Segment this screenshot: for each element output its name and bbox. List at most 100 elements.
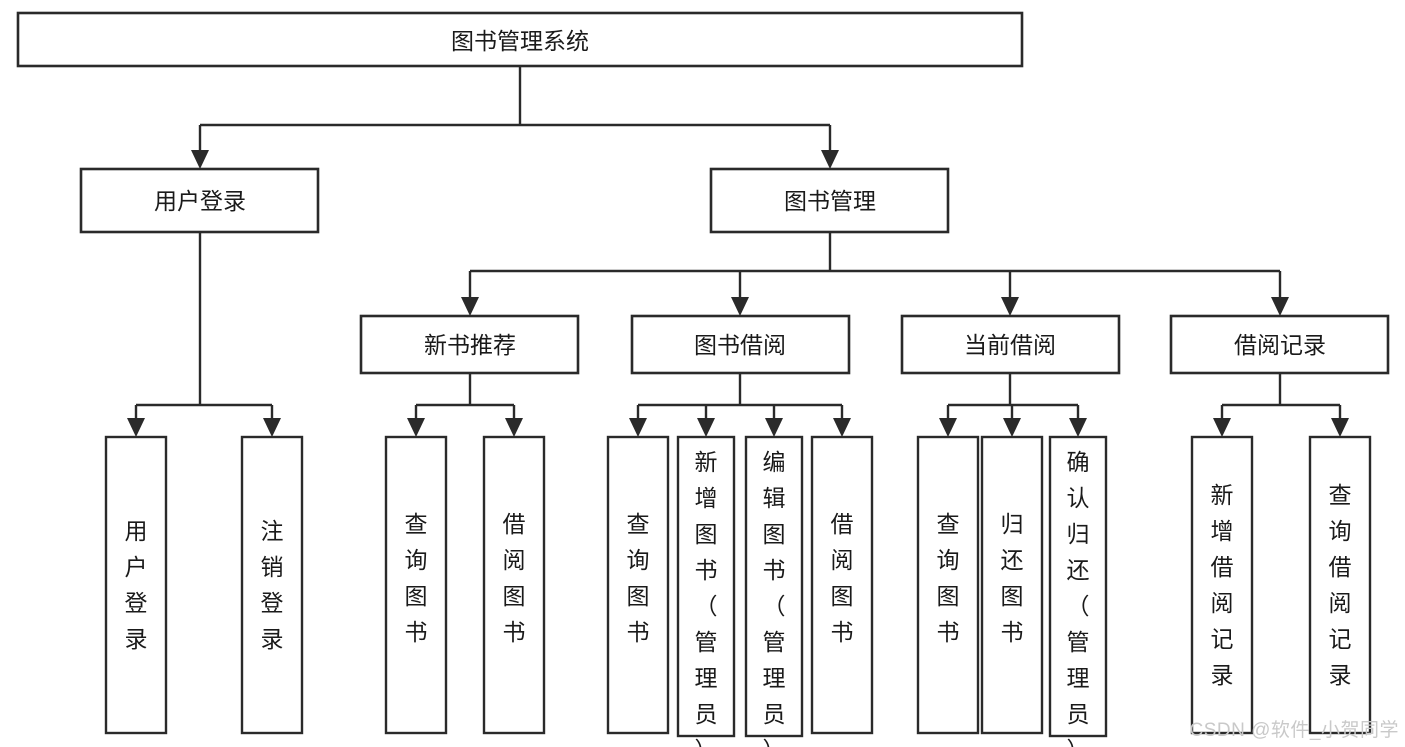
svg-text:借: 借 [1211,554,1234,580]
svg-text:录: 录 [261,626,284,652]
svg-text:图: 图 [763,521,786,547]
svg-text:图: 图 [627,583,650,609]
svg-text:注: 注 [261,518,284,544]
node-borrow-record-label: 借阅记录 [1234,332,1326,358]
svg-text:查: 查 [937,511,960,537]
svg-text:员: 员 [695,701,718,727]
svg-text:员: 员 [763,701,786,727]
connector-userlogin-to-leaves [127,232,281,437]
svg-text:查: 查 [405,511,428,537]
svg-text:书: 书 [763,557,786,583]
svg-text:员: 员 [1067,701,1090,727]
svg-text:管: 管 [1067,629,1090,655]
svg-text:）: ） [695,737,718,747]
svg-text:录: 录 [1211,662,1234,688]
node-new-book-recommend-label: 新书推荐 [424,332,516,358]
node-user-login[interactable]: 用户登录 [79,167,320,234]
svg-text:理: 理 [763,665,786,691]
svg-text:（: （ [1067,593,1090,619]
leaf-user-login-0-label: 用户登录 [125,518,148,652]
csdn-watermark: CSDN @软件_小贺同学 [1189,720,1399,741]
svg-text:归: 归 [1067,521,1090,547]
svg-text:理: 理 [1067,665,1090,691]
svg-text:图: 图 [1001,583,1024,609]
node-borrow-record[interactable]: 借阅记录 [1169,314,1390,375]
svg-text:询: 询 [627,547,650,573]
connector-newbook-to-leaves [407,373,523,437]
svg-text:图: 图 [695,521,718,547]
node-book-borrow[interactable]: 图书借阅 [630,314,851,375]
svg-text:还: 还 [1067,557,1090,583]
svg-text:理: 理 [695,665,718,691]
connector-root-to-level2 [191,66,839,169]
svg-text:阅: 阅 [503,547,526,573]
svg-text:书: 书 [1001,619,1024,645]
svg-text:书: 书 [405,619,428,645]
node-root-system[interactable]: 图书管理系统 [16,11,1024,68]
svg-text:记: 记 [1211,626,1234,652]
svg-text:查: 查 [627,511,650,537]
svg-text:归: 归 [1001,511,1024,537]
svg-text:新: 新 [695,449,718,475]
svg-text:增: 增 [1211,518,1234,544]
svg-text:图: 图 [503,583,526,609]
node-new-book-recommend[interactable]: 新书推荐 [359,314,580,375]
node-root-system-label: 图书管理系统 [451,28,589,54]
svg-text:（: （ [763,593,786,619]
svg-text:借: 借 [1329,554,1352,580]
connector-bookmgmt-to-level3 [461,232,1289,316]
svg-text:询: 询 [937,547,960,573]
svg-text:图: 图 [405,583,428,609]
svg-text:借: 借 [831,511,854,537]
node-book-management-label: 图书管理 [784,188,876,214]
svg-text:记: 记 [1329,626,1352,652]
svg-text:认: 认 [1067,485,1090,511]
svg-text:询: 询 [405,547,428,573]
svg-text:确: 确 [1067,449,1090,475]
svg-text:录: 录 [1329,662,1352,688]
node-book-management[interactable]: 图书管理 [709,167,950,234]
svg-text:阅: 阅 [831,547,854,573]
node-user-login-label: 用户登录 [154,188,246,214]
svg-text:书: 书 [503,619,526,645]
svg-text:录: 录 [125,626,148,652]
svg-text:图: 图 [831,583,854,609]
svg-text:（: （ [695,593,718,619]
svg-text:辑: 辑 [763,485,786,511]
svg-text:用: 用 [125,518,148,544]
svg-text:户: 户 [125,554,148,580]
svg-text:询: 询 [1329,518,1352,544]
svg-text:查: 查 [1329,482,1352,508]
svg-text:）: ） [1067,737,1090,747]
node-current-borrow[interactable]: 当前借阅 [900,314,1121,375]
leaf-user-login-0[interactable]: 用户登录 [104,435,168,735]
svg-text:书: 书 [937,619,960,645]
connector-bookborrow-to-leaves [629,373,851,437]
svg-text:阅: 阅 [1329,590,1352,616]
connector-borrowrecord-to-leaves [1213,373,1349,437]
svg-text:新: 新 [1211,482,1234,508]
node-book-borrow-label: 图书借阅 [694,332,786,358]
